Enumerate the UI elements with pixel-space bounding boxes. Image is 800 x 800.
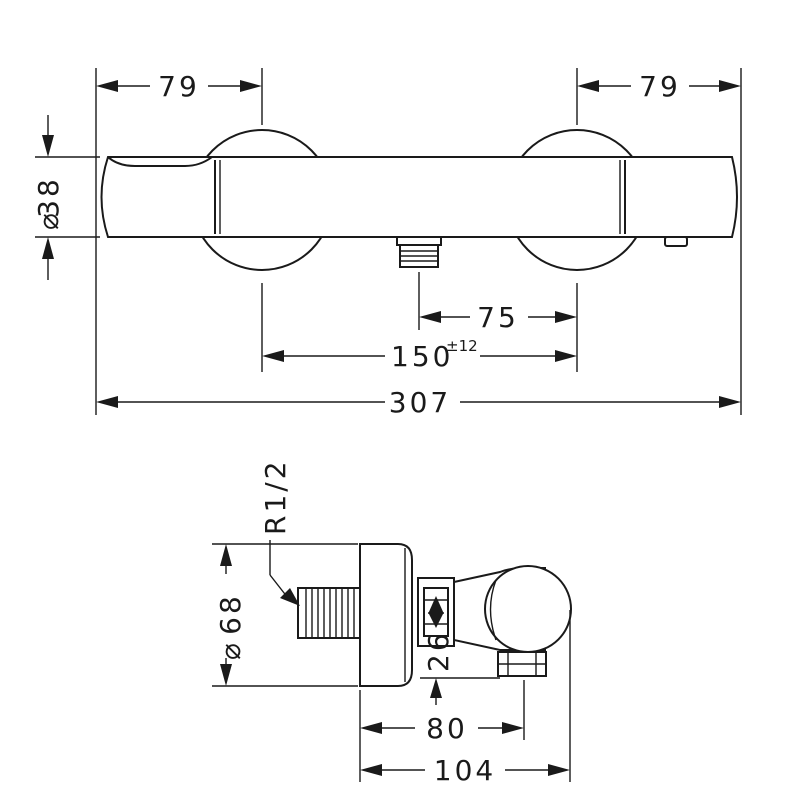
side-view: R1/2 ⌀ 68 26 80	[212, 458, 572, 787]
outlet-connector	[396, 236, 442, 268]
dim-307-label: 307	[389, 386, 451, 419]
dimension-68-diameter: ⌀ 68	[214, 544, 247, 686]
dim-150-tolerance: ±12	[446, 337, 478, 355]
dimension-104: 104	[360, 754, 570, 787]
dim-68-symbol: ⌀	[214, 640, 247, 660]
handle-inner-arc	[489, 579, 497, 641]
temperature-handle	[107, 156, 213, 167]
thread-leader-arrow	[280, 588, 300, 606]
dimension-80: 80	[360, 712, 524, 745]
dim-26-label: 26	[422, 630, 455, 672]
dimension-79-left: 79	[96, 70, 262, 103]
dim-150-label: 150	[391, 340, 453, 373]
threaded-inlet	[297, 587, 361, 639]
front-view: 79 79 ⌀ 38 75	[32, 68, 742, 419]
dimension-26: 26	[422, 630, 455, 705]
mixer-body	[100, 156, 738, 238]
dim-79-right-label: 79	[639, 70, 681, 103]
dimension-79-right: 79	[577, 70, 741, 103]
handle-circle	[484, 565, 572, 653]
thread-label: R1/2	[259, 458, 292, 535]
rosette-profile	[359, 543, 413, 687]
dim-38-label: 38	[32, 176, 65, 218]
dim-75-label: 75	[477, 301, 519, 334]
dim-68-label: 68	[214, 593, 247, 635]
dimension-75: 75	[419, 301, 577, 334]
safety-button	[664, 236, 688, 247]
dim-104-label: 104	[434, 754, 496, 787]
dimension-150: 150 ±12	[262, 337, 577, 373]
connection-nut	[417, 577, 455, 647]
dim-80-label: 80	[426, 712, 468, 745]
outlet-side	[497, 651, 547, 677]
dim-38-symbol: ⌀	[32, 210, 65, 230]
dim-79-left-label: 79	[158, 70, 200, 103]
dimension-38-diameter: ⌀ 38	[32, 115, 65, 280]
dimension-307: 307	[96, 386, 741, 419]
